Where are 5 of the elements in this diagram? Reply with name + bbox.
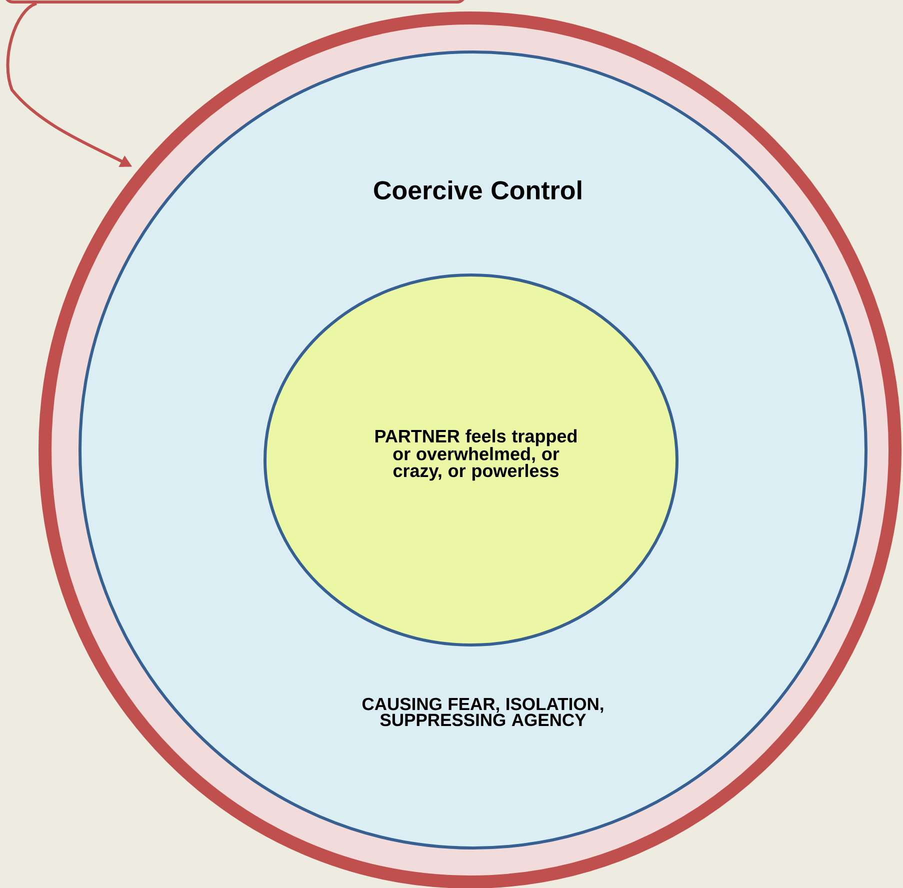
caption-text: CAUSING FEAR, ISOLATION, SUPPRESSING AGENCY <box>362 698 604 726</box>
callout-box <box>4 0 466 4</box>
inner-ellipse <box>264 273 678 646</box>
body-text: PARTNER feels trapped or overwhelmed, or crazy, or powerless <box>375 429 577 481</box>
heading: Coercive Control <box>374 180 582 200</box>
